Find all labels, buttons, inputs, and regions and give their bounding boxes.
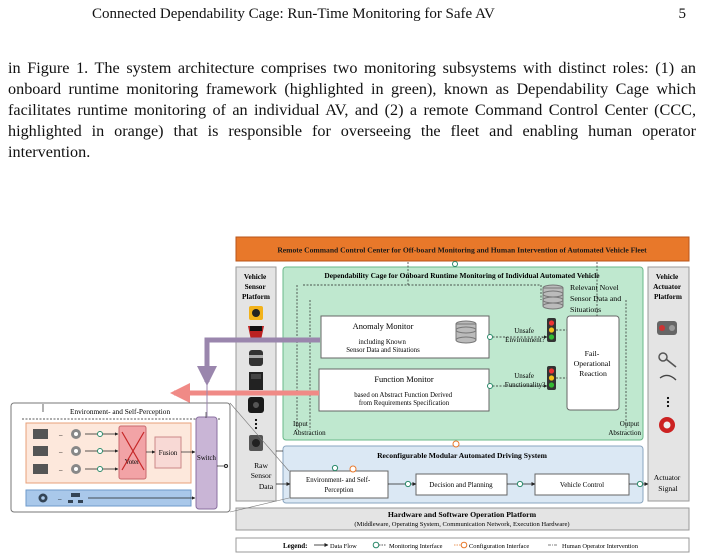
- legend-data-flow: Data Flow: [330, 543, 357, 550]
- monitoring-interface-icon: [404, 480, 412, 488]
- brake-actuator-icon: [659, 417, 675, 433]
- relevant-novel-label: Relevant Novel Sensor Data and Situation…: [570, 283, 623, 314]
- monitoring-interface-icon: [452, 261, 458, 267]
- anomaly-monitor-title: Anomaly Monitor: [353, 322, 414, 331]
- ultrasonic-sensor-icon: [249, 372, 263, 390]
- fusion-label: Fusion: [159, 450, 178, 457]
- sensor-chain-rows: – – –: [33, 429, 81, 474]
- radar-sensor-icon: [248, 326, 264, 340]
- monitoring-interface-icon: [331, 464, 339, 472]
- camera-sensor-icon: [249, 306, 263, 320]
- gear-icon: [71, 464, 81, 474]
- svg-text:–: –: [57, 495, 62, 503]
- novel-data-database-icon: [542, 284, 564, 310]
- running-title: Connected Dependability Cage: Run-Time M…: [92, 6, 495, 22]
- voter-label: Voter: [125, 459, 140, 466]
- env-self-perception-box: [289, 470, 389, 499]
- fail-operational-box: [566, 315, 620, 411]
- hw-platform-sub: (Middleware, Operating System, Communica…: [354, 521, 569, 528]
- configuration-interface-icon: [452, 440, 460, 448]
- self-perception-panel: [25, 489, 192, 507]
- zoom-panel: [10, 402, 231, 513]
- motor-actuator-icon: [657, 321, 677, 335]
- decision-planning-text: Decision and Planning: [429, 481, 493, 489]
- actuator-icons: [657, 321, 677, 433]
- function-monitor-title: Function Monitor: [374, 375, 434, 384]
- switch-label: Switch: [197, 455, 216, 462]
- anomaly-monitor-sub: including Known Sensor Data and Situatio…: [346, 339, 420, 354]
- anomaly-monitor-box: [320, 315, 490, 359]
- switch-box: [195, 416, 218, 510]
- rmads-title: Reconfigurable Modular Automated Driving…: [377, 451, 548, 460]
- function-monitor-box: [318, 368, 490, 412]
- unsafe-environment-label: Unsafe Environment?: [505, 327, 545, 344]
- svg-text:–: –: [58, 466, 63, 474]
- page-header: Connected Dependability Cage: Run-Time M…: [0, 6, 704, 24]
- purple-arrow: [197, 337, 320, 386]
- hw-platform-title: Hardware and Software Operation Platform: [388, 510, 537, 519]
- sensor-chain-row: –: [33, 464, 81, 474]
- actuator-signal-label: Actuator Signal: [654, 473, 682, 493]
- configuration-interface-icon: [349, 465, 357, 473]
- actuator-platform-panel: [647, 266, 690, 502]
- lidar-sensor-icon: [249, 350, 263, 366]
- traffic-light-icon: [547, 318, 556, 342]
- legend-monitoring: Monitoring Interface: [389, 543, 443, 550]
- hw-platform-panel: [235, 507, 690, 531]
- legend-box: [235, 537, 690, 553]
- actuator-platform-label: Vehicle Actuator Platform: [653, 272, 683, 301]
- dependability-cage-panel: [282, 266, 644, 441]
- svg-text:–: –: [58, 448, 63, 456]
- traffic-light-icon: [547, 366, 556, 390]
- function-monitor-sub: based on Abstract Function Derived from …: [354, 392, 453, 407]
- body-paragraph: in Figure 1. The system architecture com…: [8, 58, 696, 163]
- decision-planning-box: [415, 473, 508, 496]
- sensor-chain-row: –: [33, 429, 81, 439]
- gnss-sensor-icon: [248, 397, 264, 413]
- monitoring-interface-icon: [487, 383, 493, 389]
- paragraph-text: in Figure 1. The system architecture com…: [8, 59, 696, 161]
- ccc-banner-text: Remote Command Control Center for Off-bo…: [277, 246, 647, 255]
- fusion-box: [154, 436, 182, 469]
- imu-sensor-icon: [249, 435, 263, 451]
- ccc-banner: [235, 236, 690, 262]
- dependability-cage-title: Dependability Cage for Onboard Runtime M…: [324, 271, 600, 280]
- network-icon: [68, 493, 83, 503]
- sensor-platform-label: Vehicle Sensor Platform: [242, 272, 270, 301]
- sensor-platform-panel: [235, 266, 277, 502]
- output-abstraction-label: Output Abstraction: [608, 420, 641, 437]
- voter-box: [118, 425, 147, 480]
- legend-title: Legend:: [283, 542, 308, 550]
- input-abstraction-label: Input Abstraction: [293, 420, 326, 437]
- gear-icon: [71, 429, 81, 439]
- monitoring-interface-icon: [487, 334, 493, 340]
- legend-human: Human Operator Intervention: [562, 543, 639, 550]
- ellipsis-icon: [254, 418, 258, 430]
- zoom-title: Environment- and Self-Perception: [70, 407, 170, 416]
- vehicle-control-box: [534, 473, 630, 496]
- ellipsis-icon: [666, 396, 670, 408]
- monitoring-interface-icon: [636, 480, 644, 488]
- sensor-icons: [248, 306, 264, 451]
- known-data-database-icon: [455, 320, 477, 344]
- wiring-actuator-icon: [659, 374, 677, 381]
- gear-icon: [38, 493, 48, 503]
- legend-configuration: Configuration Interface: [469, 543, 529, 550]
- monitoring-interface-icon: [516, 480, 524, 488]
- fail-operational-label: Fail- Operational Reaction: [574, 349, 613, 378]
- rmads-panel: [282, 445, 644, 504]
- page-number: 5: [678, 6, 687, 22]
- svg-text:–: –: [58, 431, 63, 439]
- unsafe-functionality-label: Unsafe Functionality?: [505, 372, 545, 389]
- raw-sensor-data-label: Raw Sensor Data: [251, 461, 274, 491]
- vehicle-control-text: Vehicle Control: [560, 481, 604, 489]
- sensor-chain-row: –: [33, 446, 81, 456]
- steering-actuator-icon: [658, 352, 677, 368]
- env-self-perception-text: Environment- and Self- Perception: [306, 477, 372, 494]
- gear-icon: [71, 446, 81, 456]
- sensor-processing-panel: [25, 422, 192, 484]
